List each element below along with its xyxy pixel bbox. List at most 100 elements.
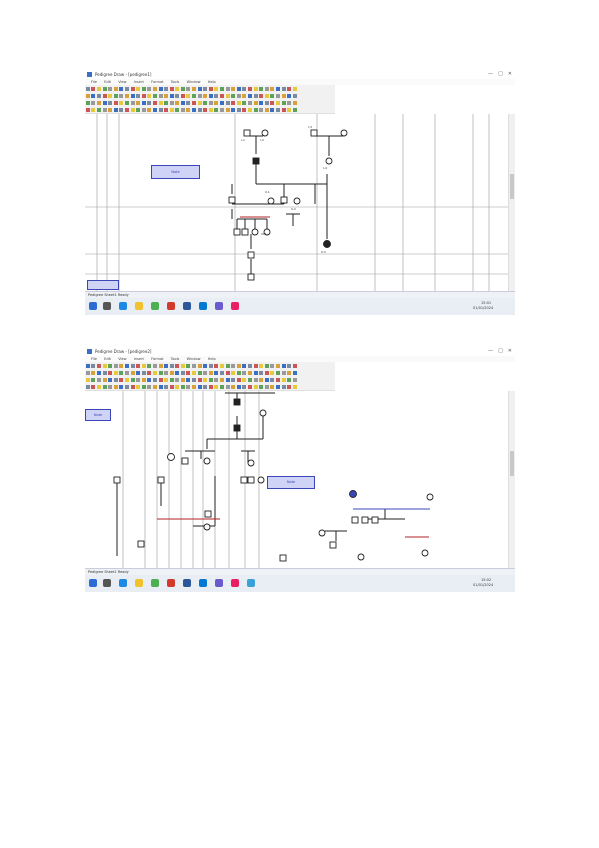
toolbar-button-icon[interactable] <box>214 107 219 112</box>
female-symbol[interactable] <box>426 493 434 501</box>
toolbar-button-icon[interactable] <box>236 100 241 105</box>
toolbar-button-icon[interactable] <box>158 384 163 389</box>
toolbar-button-icon[interactable] <box>208 384 213 389</box>
toolbar-button-icon[interactable] <box>102 384 107 389</box>
vertical-scrollbar[interactable] <box>508 114 515 291</box>
toolbar-button-icon[interactable] <box>192 384 197 389</box>
male-symbol[interactable] <box>157 476 165 484</box>
toolbar-button-icon[interactable] <box>292 100 297 105</box>
menu-file[interactable]: File <box>91 357 97 361</box>
affected-male-symbol[interactable] <box>252 157 260 165</box>
toolbar-button-icon[interactable] <box>180 107 185 112</box>
toolbar-button-icon[interactable] <box>124 86 129 91</box>
toolbar-button-icon[interactable] <box>91 86 96 91</box>
toolbar-button-icon[interactable] <box>242 377 247 382</box>
toolbar-button-icon[interactable] <box>85 107 90 112</box>
female-symbol[interactable] <box>261 129 269 137</box>
toolbar-button-icon[interactable] <box>259 100 264 105</box>
maximize-icon[interactable]: □ <box>498 71 503 77</box>
chrome-icon[interactable] <box>151 302 159 310</box>
toolbar-button-icon[interactable] <box>108 107 113 112</box>
toolbar-button-icon[interactable] <box>85 86 90 91</box>
toolbar-button-icon[interactable] <box>275 370 280 375</box>
toolbar-button-icon[interactable] <box>119 100 124 105</box>
toolbar-button-icon[interactable] <box>147 363 152 368</box>
toolbar-button-icon[interactable] <box>220 86 225 91</box>
toolbar-button-icon[interactable] <box>175 86 180 91</box>
toolbar-button-icon[interactable] <box>108 100 113 105</box>
toolbar-button-icon[interactable] <box>124 370 129 375</box>
affected-female-symbol[interactable] <box>323 240 331 248</box>
menu-format[interactable]: Format <box>151 357 164 361</box>
toolbar-button-icon[interactable] <box>275 107 280 112</box>
toolbar-button-icon[interactable] <box>259 370 264 375</box>
toolbar-button-icon[interactable] <box>169 370 174 375</box>
toolbar-button-icon[interactable] <box>130 93 135 98</box>
toolbar-button-icon[interactable] <box>91 363 96 368</box>
menu-insert[interactable]: Insert <box>133 80 144 84</box>
toolbar-button-icon[interactable] <box>158 86 163 91</box>
toolbar-button-icon[interactable] <box>214 363 219 368</box>
toolbar-button-icon[interactable] <box>175 370 180 375</box>
toolbar-button-icon[interactable] <box>141 384 146 389</box>
toolbar-button-icon[interactable] <box>175 384 180 389</box>
toolbar-button-icon[interactable] <box>91 100 96 105</box>
toolbar-button-icon[interactable] <box>130 363 135 368</box>
toolbar-button-icon[interactable] <box>287 93 292 98</box>
toolbar-button-icon[interactable] <box>242 100 247 105</box>
toolbar-button-icon[interactable] <box>197 370 202 375</box>
toolbar-button-icon[interactable] <box>264 93 269 98</box>
toolbar-button-icon[interactable] <box>186 377 191 382</box>
toolbar-button-icon[interactable] <box>264 100 269 105</box>
toolbar-button-icon[interactable] <box>152 377 157 382</box>
side-note-box[interactable]: Note <box>85 409 111 421</box>
toolbar-button-icon[interactable] <box>85 93 90 98</box>
toolbar-button-icon[interactable] <box>248 86 253 91</box>
folder-icon[interactable] <box>135 302 143 310</box>
toolbar-button-icon[interactable] <box>248 107 253 112</box>
toolbar-button-icon[interactable] <box>287 384 292 389</box>
toolbar-button-icon[interactable] <box>220 100 225 105</box>
toolbar-button-icon[interactable] <box>220 363 225 368</box>
toolbar-button-icon[interactable] <box>102 370 107 375</box>
toolbar-button-icon[interactable] <box>203 100 208 105</box>
toolbar-button-icon[interactable] <box>253 107 258 112</box>
male-symbol[interactable] <box>280 196 288 204</box>
toolbar-button-icon[interactable] <box>192 363 197 368</box>
male-symbol[interactable] <box>371 516 379 524</box>
toolbar-button-icon[interactable] <box>147 377 152 382</box>
toolbar-button-icon[interactable] <box>119 93 124 98</box>
toolbar-button-icon[interactable] <box>164 86 169 91</box>
toolbar-button-icon[interactable] <box>124 107 129 112</box>
toolbar-button-icon[interactable] <box>253 377 258 382</box>
edge-icon[interactable] <box>119 579 127 587</box>
toolbar-button-icon[interactable] <box>214 370 219 375</box>
toolbar-button-icon[interactable] <box>180 384 185 389</box>
male-symbol[interactable] <box>137 540 145 548</box>
note-box[interactable]: Note <box>151 165 200 179</box>
toolbar-button-icon[interactable] <box>292 363 297 368</box>
toolbar-button-icon[interactable] <box>169 377 174 382</box>
toolbar-button-icon[interactable] <box>124 100 129 105</box>
toolbar-button-icon[interactable] <box>292 370 297 375</box>
toolbar-button-icon[interactable] <box>275 363 280 368</box>
toolbar-button-icon[interactable] <box>287 363 292 368</box>
toolbar-button-icon[interactable] <box>287 100 292 105</box>
toolbar-button-icon[interactable] <box>119 107 124 112</box>
toolbar-button-icon[interactable] <box>220 93 225 98</box>
toolbar-button-icon[interactable] <box>281 377 286 382</box>
menu-edit[interactable]: Edit <box>104 80 111 84</box>
toolbar-button-icon[interactable] <box>197 384 202 389</box>
toolbar-button-icon[interactable] <box>197 86 202 91</box>
toolbar-button-icon[interactable] <box>275 377 280 382</box>
toolbar-button-icon[interactable] <box>119 86 124 91</box>
toolbar-button-icon[interactable] <box>248 377 253 382</box>
toolbar-button-icon[interactable] <box>130 377 135 382</box>
toolbar-button-icon[interactable] <box>164 384 169 389</box>
menu-insert[interactable]: Insert <box>133 357 144 361</box>
male-symbol[interactable] <box>247 476 255 484</box>
female-symbol[interactable] <box>267 197 275 205</box>
toolbar-button-icon[interactable] <box>220 384 225 389</box>
minimize-icon[interactable]: — <box>488 348 493 354</box>
toolbar-button-icon[interactable] <box>186 93 191 98</box>
